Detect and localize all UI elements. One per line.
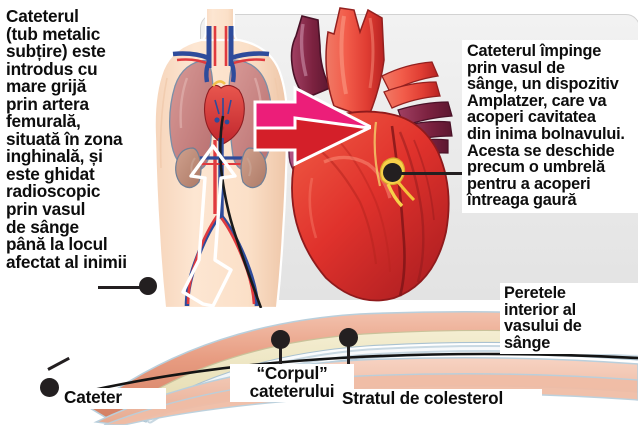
line: prin artera <box>6 93 89 114</box>
heart-small <box>203 80 245 145</box>
leader-line-catheter-path <box>98 285 142 289</box>
background-strip-top <box>0 0 638 14</box>
callout-dot-catheter-path <box>139 277 157 295</box>
line: până la locul <box>6 234 108 255</box>
great-vessels <box>172 26 270 83</box>
transition-arrow <box>253 85 371 167</box>
line: (tub metalic <box>6 23 101 44</box>
line: inghinală, și <box>6 146 103 167</box>
catheter-direction-arrow <box>181 144 237 308</box>
callout-dot-cholesterol <box>339 328 358 347</box>
callout-text-cholesterol: Stratul de colesterol <box>338 389 542 410</box>
callout-dot-amplatzer <box>383 163 402 182</box>
line: de sânge <box>6 216 79 237</box>
line: sânge, un dispozitiv <box>467 75 619 94</box>
line: radioscopic <box>6 181 101 202</box>
line: Stratul de colesterol <box>342 388 504 408</box>
line: Amplatzer, care va <box>467 91 607 110</box>
line: introdus cu <box>6 58 98 79</box>
callout-text-amplatzer: Cateterul împinge prin vasul de sânge, u… <box>462 40 638 214</box>
line: Cateter <box>64 387 122 407</box>
line: Peretele <box>504 284 566 302</box>
line: situată în zona <box>6 128 123 149</box>
line: interior al <box>504 300 576 319</box>
callout-text-catheter-tip: Cateter <box>60 388 166 409</box>
vena-cava <box>290 15 332 99</box>
line: subțire) este <box>6 41 106 62</box>
line: precum o umbrelă <box>467 158 605 177</box>
line: din inima bolnavului. <box>467 125 625 144</box>
line: femurală, <box>6 111 81 132</box>
line: Cateterul <box>6 6 79 26</box>
line: prin vasul <box>6 199 86 220</box>
callout-text-vessel-wall: Peretele interior al vasului de sânge <box>500 283 638 355</box>
line: prin vasul de <box>467 58 565 77</box>
line: Acesta se deschide <box>467 141 615 160</box>
pulmonary-arteries <box>381 61 441 109</box>
line: acoperi cavitatea <box>467 108 596 127</box>
line: “Corpul” <box>256 363 328 383</box>
line: pentru a acoperi <box>467 174 591 193</box>
leader-line-amplatzer <box>400 171 462 175</box>
line: mare grijă <box>6 76 87 97</box>
line: întreaga gaură <box>467 191 577 210</box>
heart-illustration <box>288 7 453 302</box>
line: este ghidat <box>6 163 95 184</box>
leader-line-catheter-body <box>279 347 282 369</box>
catheter-path-line <box>219 115 263 308</box>
line: sânge <box>504 333 551 352</box>
callout-dot-catheter-body <box>271 330 290 349</box>
aorta <box>325 7 385 119</box>
line: afectat al inimii <box>6 251 127 272</box>
line: Cateterul împinge <box>467 42 602 60</box>
callout-text-catheter-path: Cateterul (tub metalic subțire) este int… <box>2 6 150 275</box>
line: cateterului <box>249 380 335 401</box>
callout-dot-catheter-tip <box>40 378 59 397</box>
callout-text-catheter-body: “Corpul” cateterului <box>230 363 354 403</box>
line: vasului de <box>504 317 582 336</box>
ventricles <box>291 110 450 302</box>
